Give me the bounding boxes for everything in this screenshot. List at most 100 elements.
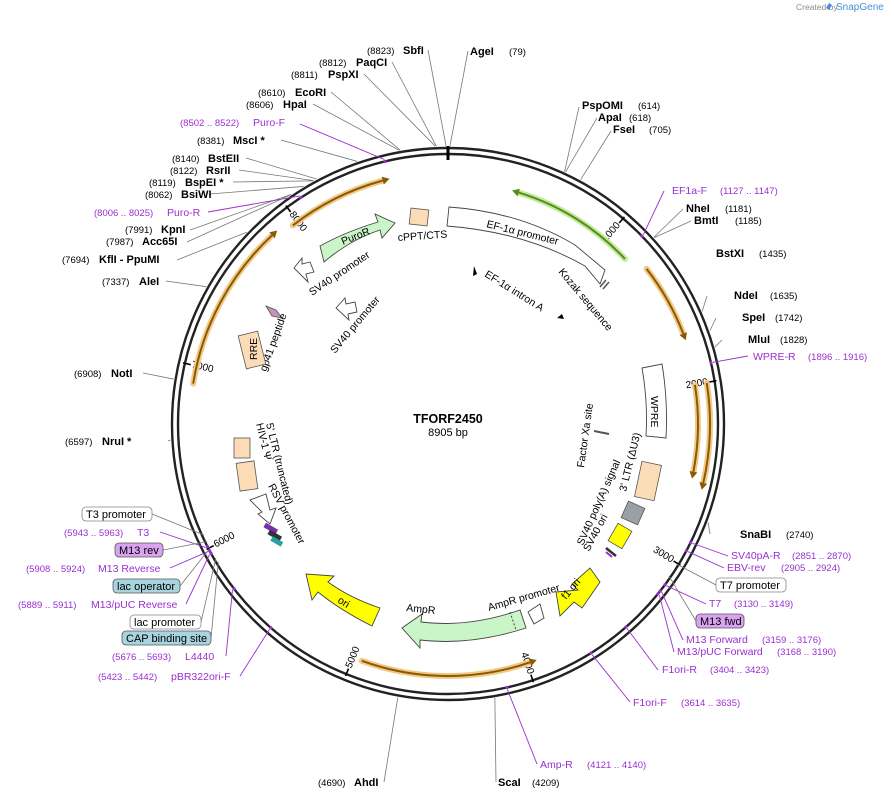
enzyme-bstxi[interactable]: BstXI(1435): [716, 248, 786, 260]
feature-cppt-cts[interactable]: cPPT/CTS: [397, 207, 448, 244]
svg-text:(1635): (1635): [770, 291, 797, 302]
svg-text:(8811): (8811): [291, 70, 318, 81]
feature-ampr[interactable]: AmpR: [401, 602, 527, 650]
enzyme-ahdi[interactable]: (4690)AhdI: [318, 777, 378, 789]
snapgene-logo-icon: [826, 3, 832, 10]
enzyme-leader-20: [701, 295, 708, 312]
enzyme-nrui[interactable]: (6597)NruI *: [65, 436, 132, 448]
tick-label-3000: 3000: [651, 544, 676, 565]
arc-orf-a[interactable]: [643, 265, 687, 337]
enzyme-msci[interactable]: (8381)MscI *: [197, 135, 266, 147]
primer-m13-puc-forward[interactable]: M13/pUC Forward(3168 .. 3190): [677, 646, 836, 658]
enzyme-acc65i[interactable]: (7987)Acc65I: [106, 236, 177, 248]
primer-f1ori-r[interactable]: F1ori-R(3404 .. 3423): [662, 664, 769, 676]
svg-text:(1181): (1181): [725, 204, 752, 215]
feature-ef1a-intron-a[interactable]: EF-1α intron A: [473, 266, 564, 319]
primer-leader-11: [506, 689, 538, 765]
arc-orf-bottom[interactable]: [358, 657, 534, 679]
feature-sv40-promoter-2[interactable]: SV40 promoter: [328, 294, 383, 356]
enzyme-ndei[interactable]: NdeI(1635): [734, 290, 797, 302]
svg-text:(7694): (7694): [62, 255, 89, 266]
enzyme-apai[interactable]: ApaI(618): [598, 112, 651, 124]
enzyme-ecori[interactable]: (8610)EcoRI: [258, 87, 326, 99]
feature-sv40-polya-signal[interactable]: SV40 poly(A) signal: [575, 458, 646, 547]
feature-wpre[interactable]: WPRE: [641, 363, 667, 439]
primer-sv40pa-r[interactable]: SV40pA-R(2851 .. 2870): [731, 550, 851, 562]
primer-f1ori-f[interactable]: F1ori-F(3614 .. 3635): [633, 697, 740, 709]
arc-orf-topleft[interactable]: [289, 177, 386, 229]
svg-text:(2905 .. 2924): (2905 .. 2924): [781, 563, 840, 574]
enzyme-leader-15: [654, 220, 692, 238]
arc-orf-c[interactable]: [700, 380, 713, 486]
badge-lac-operator[interactable]: lac operator: [112, 578, 181, 594]
feature-factor-xa-site[interactable]: Factor Xa site: [575, 402, 610, 468]
enzyme-leader-1: [449, 50, 469, 147]
enzyme-spei[interactable]: SpeI(1742): [742, 312, 802, 324]
primer-leader-12: [159, 531, 206, 548]
enzyme-kpni[interactable]: (7991)KpnI: [125, 224, 185, 236]
arc-orf-left[interactable]: [190, 232, 276, 387]
svg-text:(5889 .. 5911): (5889 .. 5911): [18, 600, 76, 611]
primer-wpre-r[interactable]: WPRE-R(1896 .. 1916): [753, 351, 867, 363]
enzyme-bsiwi[interactable]: (8062)BsiWI: [145, 189, 212, 201]
feature-ori[interactable]: ori: [305, 573, 381, 627]
svg-text:NotI: NotI: [111, 368, 132, 380]
primer-ebv-rev[interactable]: EBV-rev(2905 .. 2924): [727, 562, 840, 574]
enzyme-leader-18: [176, 231, 247, 261]
primer-m13-puc-reverse[interactable]: (5889 .. 5911) M13/pUC Reverse: [18, 599, 178, 611]
feature-sv40-promoter-1[interactable]: SV40 promoter: [293, 249, 373, 299]
arc-orf-b[interactable]: [690, 381, 701, 475]
primer-l4440[interactable]: (5676 .. 5693)L4440: [112, 651, 214, 663]
badge-t3-promoter[interactable]: T3 promoter: [81, 506, 153, 522]
svg-text:PaqCI: PaqCI: [356, 57, 387, 69]
primer-puro-f[interactable]: (8502 .. 8522)Puro-F: [180, 117, 285, 129]
svg-text:Acc65I: Acc65I: [142, 236, 177, 248]
feature-rre[interactable]: RRE: [237, 330, 267, 370]
primer-amp-r[interactable]: Amp-R(4121 .. 4140): [540, 759, 646, 771]
enzyme-bspei[interactable]: (8119)BspEI *: [149, 177, 224, 189]
svg-text:(2851 .. 2870): (2851 .. 2870): [792, 551, 851, 562]
badge-t7-promoter[interactable]: T7 promoter: [715, 577, 787, 593]
arc-ef1a-promoter[interactable]: [515, 189, 628, 262]
plasmid-size: 8905 bp: [428, 427, 468, 439]
svg-text:(3159 .. 3176): (3159 .. 3176): [762, 635, 821, 646]
enzyme-hpai[interactable]: (8606)HpaI: [246, 99, 307, 111]
enzyme-nhei[interactable]: NheI(1181): [686, 203, 752, 215]
primer-ef1a-f[interactable]: EF1a-F(1127 .. 1147): [672, 185, 778, 197]
badge-cap-binding-site[interactable]: CAP binding site: [121, 630, 212, 646]
enzyme-noti[interactable]: (6908)NotI: [74, 368, 132, 380]
enzyme-mlui[interactable]: MluI(1828): [748, 334, 807, 346]
feature-3-ltr[interactable]: 3' LTR (ΔU3): [617, 431, 662, 502]
enzyme-bmti[interactable]: (1181)BmtI(1185): [694, 215, 762, 227]
svg-text:L4440: L4440: [185, 651, 214, 663]
enzyme-kfli-ppumi[interactable]: (7694)KflI - PpuMI: [62, 254, 160, 266]
feature-kozak-sequence[interactable]: Kozak sequence: [556, 266, 615, 333]
enzyme-snabi[interactable]: SnaBI(2740): [740, 529, 813, 541]
enzyme-bsteii[interactable]: (8140)BstEII: [172, 153, 239, 165]
enzyme-fsei[interactable]: FseI(705): [613, 124, 671, 136]
primer-puro-r[interactable]: (8006 .. 8025)Puro-R: [94, 207, 201, 219]
enzyme-agei[interactable]: AgeI(79): [470, 46, 526, 58]
enzyme-rsrii[interactable]: (8122)RsrII: [170, 165, 230, 177]
enzyme-pspxi[interactable]: (8811)PspXI: [291, 69, 359, 81]
badge-lac-promoter[interactable]: lac promoter: [129, 614, 202, 630]
primer-t3[interactable]: (5943 .. 5963)T3: [64, 527, 149, 539]
enzyme-scai[interactable]: ScaI(4209): [498, 777, 559, 789]
enzyme-sbfi[interactable]: (8823)SbfI: [367, 45, 424, 57]
enzyme-paqci[interactable]: (8812)PaqCI: [319, 57, 387, 69]
enzyme-psppomi[interactable]: PspOMI(614): [582, 100, 660, 112]
primer-t7[interactable]: T7(3130 .. 3149): [709, 598, 793, 610]
enzyme-leader-27: [494, 698, 497, 783]
primer-m13-reverse[interactable]: (5908 .. 5924)M13 Reverse: [26, 563, 161, 575]
enzyme-alei[interactable]: (7337)AleI: [102, 276, 159, 288]
badge-m13-fwd[interactable]: M13 fwd: [695, 613, 745, 629]
primer-m13-forward[interactable]: M13 Forward(3159 .. 3176): [686, 634, 821, 646]
svg-text:M13/pUC Forward: M13/pUC Forward: [677, 646, 763, 658]
badge-m13-rev[interactable]: M13 rev: [114, 542, 164, 558]
svg-text:AleI: AleI: [139, 276, 159, 288]
primer-pbr322ori-f[interactable]: (5423 .. 5442)pBR322ori-F: [98, 671, 231, 683]
svg-text:M13/pUC Reverse: M13/pUC Reverse: [91, 599, 178, 611]
plasmid-name: TFORF2450: [413, 412, 483, 426]
feature-f1-ori[interactable]: f1 ori: [555, 567, 601, 617]
